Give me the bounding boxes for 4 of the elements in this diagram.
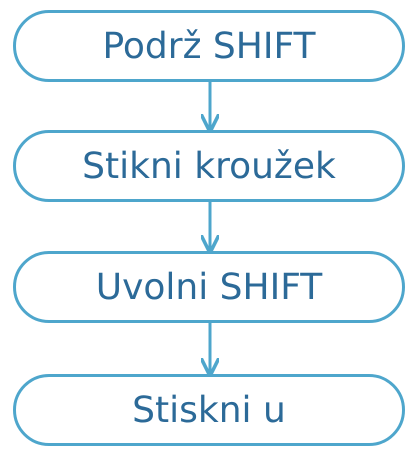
step-text: Podrž SHIFT <box>102 26 316 66</box>
step-text: Stiskni u <box>132 390 286 430</box>
step-text: Uvolni SHIFT <box>96 266 322 308</box>
step-text: Stikni kroužek <box>82 146 336 186</box>
